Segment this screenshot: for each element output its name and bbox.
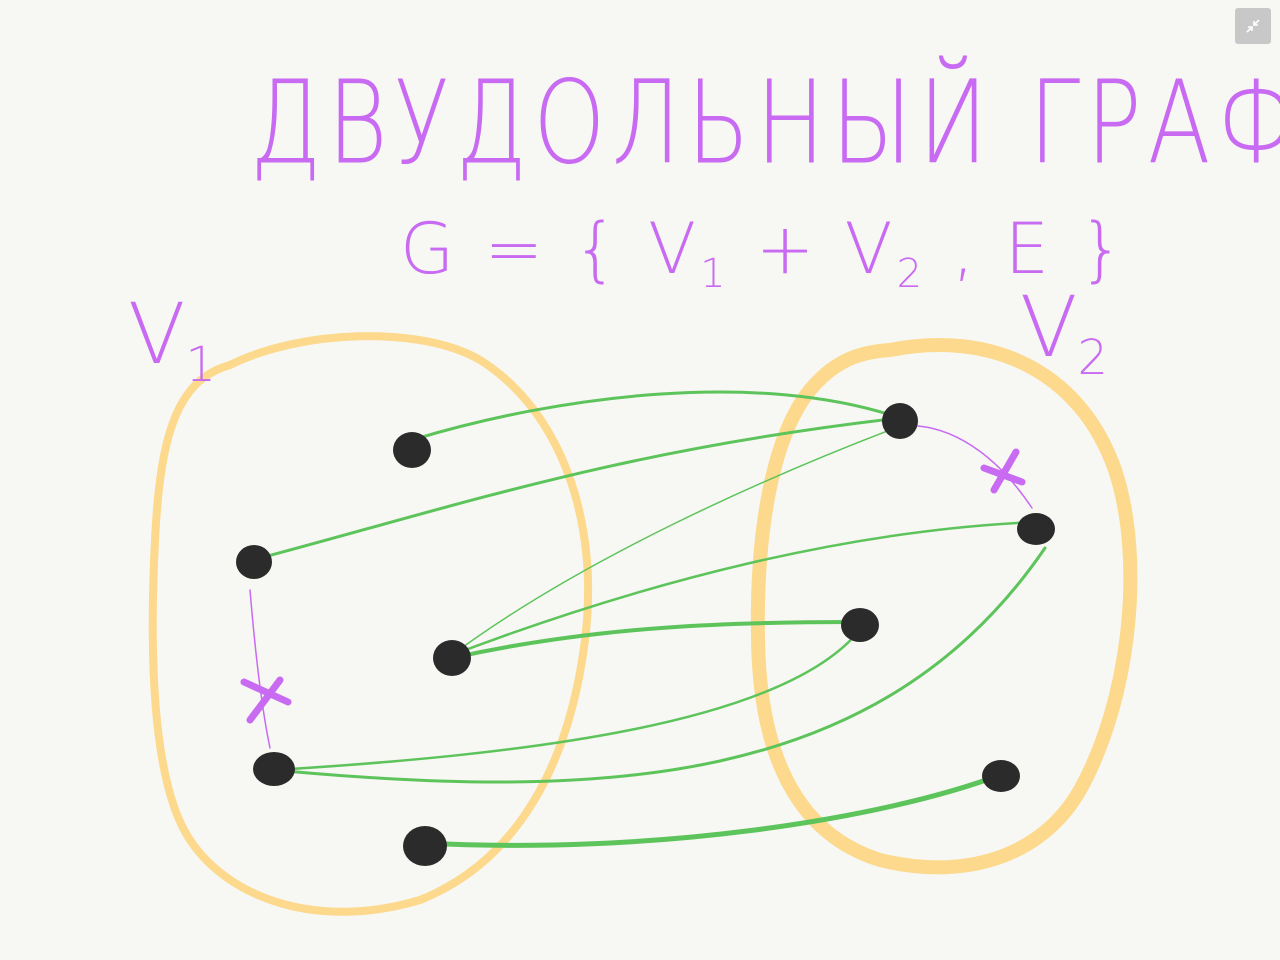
vertex-a2 xyxy=(236,545,272,579)
vertex-a1 xyxy=(393,432,431,468)
set-v1-outline xyxy=(148,332,593,916)
set-label-v2-sub: 2 xyxy=(1077,330,1109,386)
formula-sub1: 1 xyxy=(700,251,730,297)
collapse-button[interactable] xyxy=(1235,8,1271,44)
forbidden-edge-v2 xyxy=(917,425,1033,509)
vertex-b2 xyxy=(1017,513,1055,545)
vertex-b4 xyxy=(982,760,1020,792)
set-v2-outline xyxy=(750,338,1138,875)
edge-a1-b1 xyxy=(410,390,902,442)
edge-a3-b1 xyxy=(451,429,891,656)
edge-a4-b2 xyxy=(272,546,1047,784)
forbidden-edge-v1 xyxy=(249,589,271,749)
formula-suffix: , E } xyxy=(926,208,1128,290)
set-label-v2-name: V xyxy=(1020,278,1078,376)
graph-formula: G = { V1 + V2 , E } xyxy=(400,208,1124,297)
collapse-icon xyxy=(1246,19,1260,33)
edge-a3-b3 xyxy=(450,620,860,660)
set-label-v1: V1 xyxy=(128,285,216,393)
set-label-v1-name: V xyxy=(128,285,186,383)
cross-mark-v1 xyxy=(240,676,292,724)
vertex-b3 xyxy=(841,608,879,642)
vertex-a3 xyxy=(433,640,471,676)
cross-mark-v2 xyxy=(980,448,1026,494)
edge-a3-b2 xyxy=(450,520,1038,657)
edge-a4-b3 xyxy=(272,630,860,772)
vertex-b1 xyxy=(882,403,918,439)
edge-a2-b1 xyxy=(251,416,902,562)
set-label-v1-sub: 1 xyxy=(185,337,217,393)
formula-middle: + V xyxy=(729,208,897,290)
vertex-a5 xyxy=(403,826,447,866)
edge-a5-b4 xyxy=(422,772,1003,848)
formula-prefix: G = { V xyxy=(400,208,701,290)
page-title: ДВУДОЛЬНЫЙ ГРАФ xyxy=(250,56,1280,190)
set-label-v2: V2 xyxy=(1020,278,1108,386)
vertex-a4 xyxy=(253,752,295,786)
formula-sub2: 2 xyxy=(896,251,927,297)
